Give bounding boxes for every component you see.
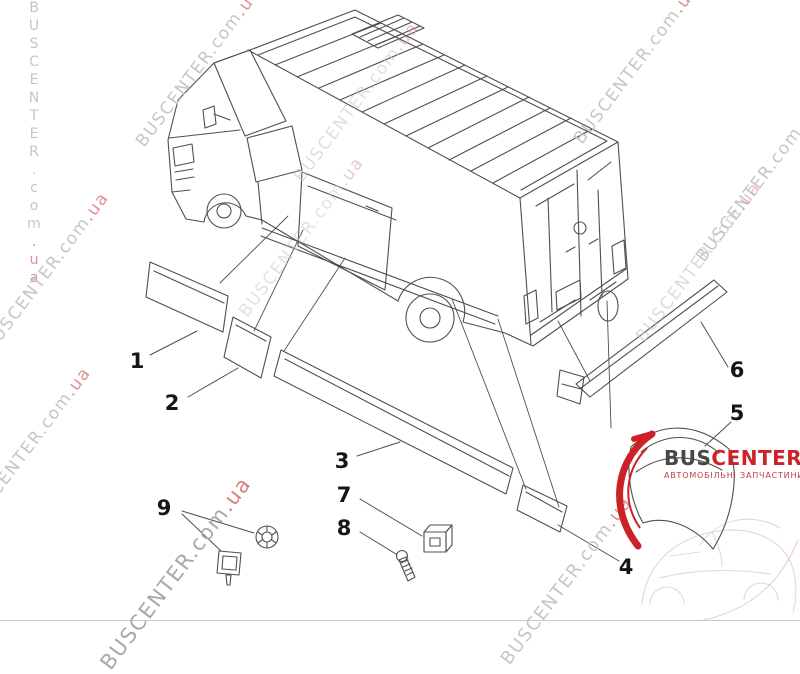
van-windshield (213, 49, 287, 137)
van-rear-door-frames (535, 161, 617, 323)
van-mirror (202, 105, 231, 129)
van-rear-bumper (530, 268, 627, 336)
callout-2: 2 (164, 391, 180, 415)
part-1-moulding (145, 261, 229, 333)
part-8-screw (395, 549, 416, 582)
car-sketch (641, 518, 797, 613)
part-4-moulding (516, 484, 568, 533)
callout-6: 6 (729, 358, 745, 382)
van-license-plate (555, 279, 582, 311)
red-swoosh (703, 539, 799, 621)
van-front-door (257, 181, 263, 225)
part-6-moulding (556, 279, 728, 405)
callout-7: 7 (336, 483, 352, 507)
callout-3: 3 (334, 449, 350, 473)
logo-tagline: АВТОМОБІЛЬНІ ЗАПЧАСТИНИ (664, 471, 800, 480)
van-sliding-door (297, 171, 397, 291)
van-rear-wheel (405, 293, 455, 343)
van-far-rear-wheel (597, 290, 619, 322)
van-front-wheel (206, 193, 242, 229)
logo-word-center: CENTER (711, 446, 800, 470)
buscenter-logo-icon (616, 430, 656, 550)
van-headlight (172, 143, 195, 167)
bottom-divider (0, 620, 800, 621)
van-taillight-right (611, 239, 627, 275)
van-roof-ribs (274, 22, 593, 184)
van-hood-line (168, 129, 241, 139)
van-roof-vent (351, 14, 425, 49)
part-2-moulding (223, 316, 272, 379)
callout-9: 9 (156, 496, 172, 520)
van-rear-edge (519, 197, 532, 345)
van-roof-inner (257, 16, 608, 191)
part-7-clip (423, 524, 453, 553)
callout-4: 4 (618, 555, 634, 579)
parts-diagram-canvas (145, 9, 799, 621)
buscenter-logo-text: BUSCENTER АВТОМОБІЛЬНІ ЗАПЧАСТИНИ (664, 428, 800, 480)
callout-8: 8 (336, 516, 352, 540)
van-front-wheel-hub (216, 203, 232, 219)
part-5-wheel-arch-trim (628, 427, 735, 550)
buscenter-wordmark: BUSCENTER (664, 448, 800, 468)
van-rear-handles (565, 238, 599, 253)
van-cab-window (246, 125, 303, 183)
callout-1: 1 (129, 349, 145, 373)
logo-word-bus: BUS (664, 446, 712, 470)
callout-leader-lines (149, 321, 732, 562)
buscenter-logo: BUSCENTER АВТОМОБІЛЬНІ ЗАПЧАСТИНИ (598, 428, 800, 550)
van-roof-edge (247, 49, 619, 199)
part-3-sill-moulding (273, 349, 514, 495)
van-grille-lines (171, 168, 195, 193)
callout-5: 5 (729, 401, 745, 425)
construction-lines (219, 215, 612, 508)
part-9-fasteners (216, 525, 279, 586)
van-body-outline (167, 9, 629, 347)
van-illustration (167, 9, 629, 347)
van-rear-badge (573, 221, 587, 235)
van-rear-wheel-hub (419, 307, 441, 329)
van-taillight-left (523, 289, 539, 325)
